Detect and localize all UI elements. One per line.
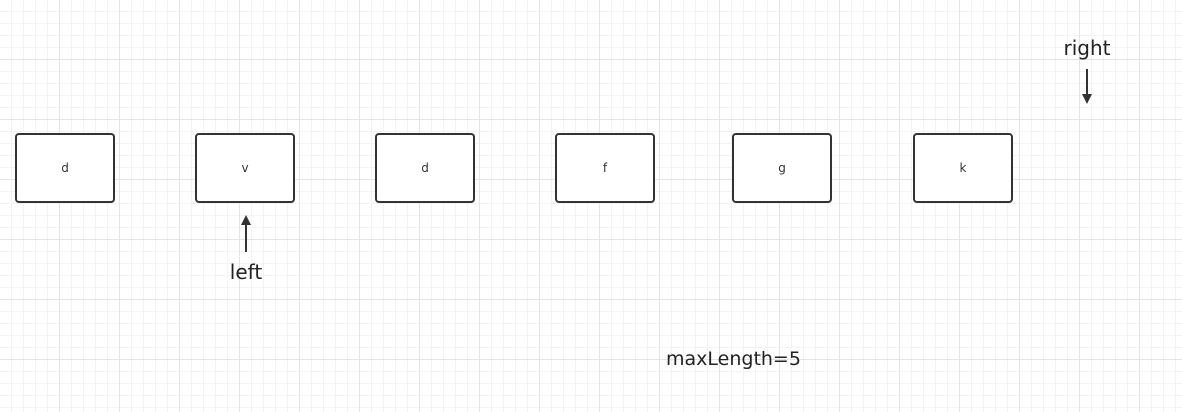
array-cell-value: f: [602, 161, 608, 175]
array-cell-value: d: [421, 161, 429, 175]
right-pointer-label: right: [1063, 36, 1111, 60]
array-cell-value: g: [778, 161, 786, 175]
array-cell-value: k: [959, 161, 967, 175]
left-pointer-arrow: [241, 215, 251, 252]
array-cell: g: [732, 133, 832, 203]
array-cell: f: [555, 133, 655, 203]
array-cell: d: [375, 133, 475, 203]
left-pointer-label: left: [229, 260, 263, 284]
max-length-note: maxLength=5: [666, 348, 801, 370]
array-cell-value: d: [61, 161, 69, 175]
array-cell-value: v: [241, 161, 249, 175]
array-cell: v: [195, 133, 295, 203]
array-cell: d: [15, 133, 115, 203]
right-pointer-arrow: [1082, 69, 1092, 104]
array-cell: k: [913, 133, 1013, 203]
